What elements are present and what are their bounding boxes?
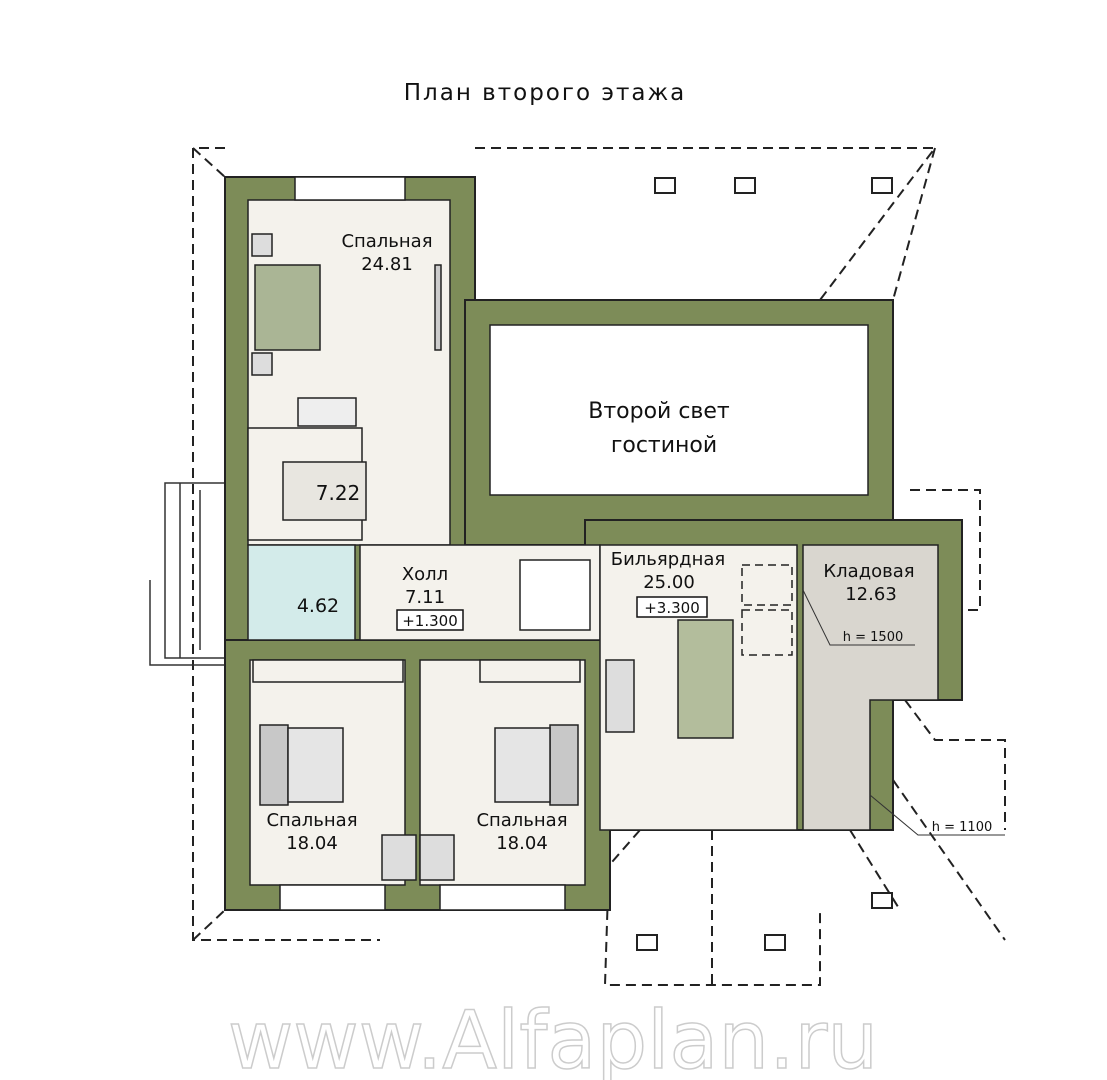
room-name-bedroom-main: Спальная — [341, 231, 432, 252]
room-area-hall: 7.11 — [405, 587, 445, 608]
staircase-icon — [519, 559, 591, 631]
level-billiard: +3.300 — [644, 599, 700, 617]
bed-icon — [254, 264, 321, 351]
billiard-table-icon — [677, 619, 734, 739]
room-name-bedroom-right: Спальная — [476, 810, 567, 831]
room-name-hall: Холл — [402, 564, 448, 585]
bed-icon — [549, 724, 579, 806]
room-area-wardrobe: 7.22 — [316, 481, 361, 505]
void-label-2: гостиной — [611, 433, 717, 458]
room-area-bedroom-left: 18.04 — [286, 833, 338, 854]
room-area-bedroom-main: 24.81 — [361, 254, 413, 275]
room-name-bedroom-left: Спальная — [266, 810, 357, 831]
tv-icon — [434, 264, 442, 351]
room-name-storage: Кладовая — [823, 561, 914, 582]
desk-icon — [381, 834, 417, 881]
room-area-billiard: 25.00 — [643, 572, 695, 593]
height-annotation-1100: h = 1100 — [932, 820, 992, 835]
bed-icon — [259, 724, 289, 806]
desk-icon — [297, 397, 357, 427]
page-title: План второго этажа — [403, 80, 687, 106]
level-hall: +1.300 — [402, 612, 458, 630]
sofa-icon — [605, 659, 635, 733]
room-name-billiard: Бильярдная — [611, 549, 726, 570]
roof-outline — [192, 147, 1006, 986]
height-annotation-1500: h = 1500 — [843, 630, 903, 645]
room-area-storage: 12.63 — [845, 584, 897, 605]
furniture — [251, 233, 793, 881]
roof-windows — [636, 177, 893, 951]
room-area-bedroom-right: 18.04 — [496, 833, 548, 854]
leader-lines — [802, 589, 1005, 836]
watermark: www.Alfaplan.ru — [228, 994, 878, 1080]
room-area-bathroom: 4.62 — [297, 595, 339, 617]
desk-icon — [419, 834, 455, 881]
exterior-stair — [149, 482, 226, 666]
void-label-1: Второй свет — [588, 399, 730, 424]
